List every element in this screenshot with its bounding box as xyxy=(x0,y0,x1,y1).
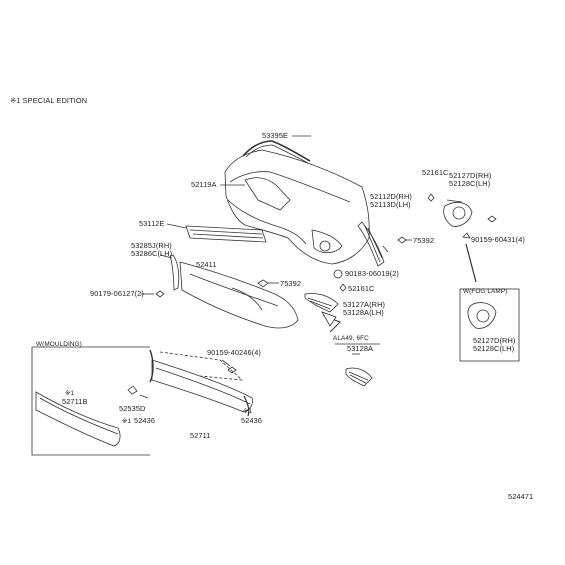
label-90159-60431: 90159-60431(4) xyxy=(471,235,525,244)
label-75392-right: 75392 xyxy=(413,236,435,245)
label-52161C-lower: 52161C xyxy=(348,284,375,293)
label-53112E: 53112E xyxy=(139,219,165,228)
mark-52436-right: ※1 xyxy=(243,408,253,415)
label-52127D-upper: 52127D(RH) xyxy=(449,171,492,180)
mark-52711B: ※1 xyxy=(65,390,75,397)
part-53112E-shape xyxy=(185,225,267,243)
label-53395E: 53395E xyxy=(262,131,289,140)
part-53395E-shape xyxy=(242,140,311,162)
part-52411-shape xyxy=(179,261,299,329)
label-52436-left: 52436 xyxy=(134,416,156,425)
mark-52436-left: ※1 xyxy=(122,418,132,425)
label-53128A: 53128A xyxy=(347,344,374,353)
label-52128C-box: 52128C(LH) xyxy=(473,344,515,353)
part-52119A-shape xyxy=(220,149,370,265)
label-52711B: 52711B xyxy=(62,397,88,406)
label-53286C: 53286C(LH) xyxy=(131,249,173,258)
label-90159-40246: 90159-40246(4) xyxy=(207,348,261,357)
label-ala-note: ALA49, 6FC xyxy=(333,335,369,342)
label-moulding: W(MOULDING) xyxy=(36,341,82,348)
part-53127A-shape xyxy=(304,293,339,313)
label-52128C-upper: 52128C(LH) xyxy=(449,179,491,188)
part-52711B-shape xyxy=(35,391,121,447)
label-90183: 90183-06019(2) xyxy=(345,269,399,278)
label-fog-lamp: W(FOG LAMP) xyxy=(463,288,508,295)
label-53285J: 53285J(RH) xyxy=(131,241,172,250)
diagram-id: 524471 xyxy=(508,492,534,501)
label-52411: 52411 xyxy=(196,260,217,269)
label-90179: 90179-06127(2) xyxy=(90,289,144,298)
label-52119A: 52119A xyxy=(191,180,217,189)
part-52711-shape xyxy=(151,351,253,413)
label-53128A-lh: 53128A(LH) xyxy=(343,308,384,317)
label-53127A: 53127A(RH) xyxy=(343,300,386,309)
part-52127D-shape xyxy=(443,201,473,227)
label-52535D: 52535D xyxy=(119,404,146,413)
special-edition-note: ※1 SPECIAL EDITION xyxy=(10,96,88,105)
label-52161C-upper: 52161C xyxy=(422,168,449,177)
label-52113D: 52113D(LH) xyxy=(370,200,411,209)
label-52127D-box: 52127D(RH) xyxy=(473,336,516,345)
label-75392-left: 75392 xyxy=(280,279,302,288)
part-52112D-shape xyxy=(357,221,385,267)
part-53128A-shape xyxy=(345,367,373,387)
fog-lamp-box xyxy=(459,288,520,362)
label-52436-right: 52436 xyxy=(241,416,263,425)
label-52112D: 52112D(RH) xyxy=(370,192,412,201)
label-52711: 52711 xyxy=(190,431,211,440)
